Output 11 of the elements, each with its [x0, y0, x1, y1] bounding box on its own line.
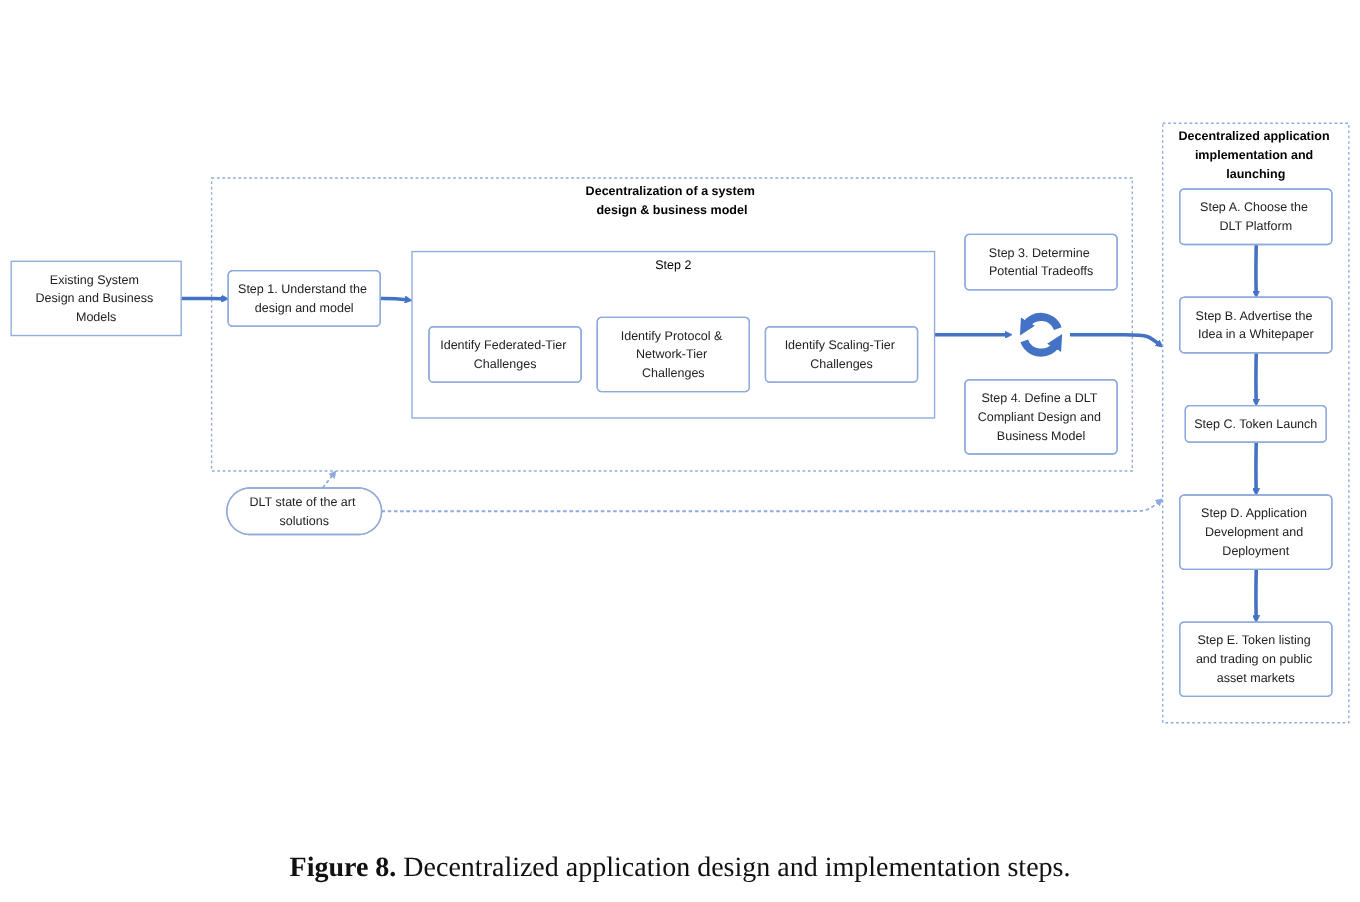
- arrow: [934, 330, 1013, 339]
- arrow: [181, 294, 229, 303]
- arrow: [1252, 442, 1261, 496]
- arrow: [1069, 332, 1164, 348]
- arrow: [1252, 353, 1261, 407]
- arrow: [1252, 569, 1261, 623]
- figure-caption: Figure 8. Decentralized application design and implementation steps.: [287, 852, 1073, 888]
- arrow: [380, 498, 1164, 513]
- arrow: [321, 470, 337, 489]
- arrow: [1252, 244, 1261, 299]
- arrow: [380, 295, 413, 304]
